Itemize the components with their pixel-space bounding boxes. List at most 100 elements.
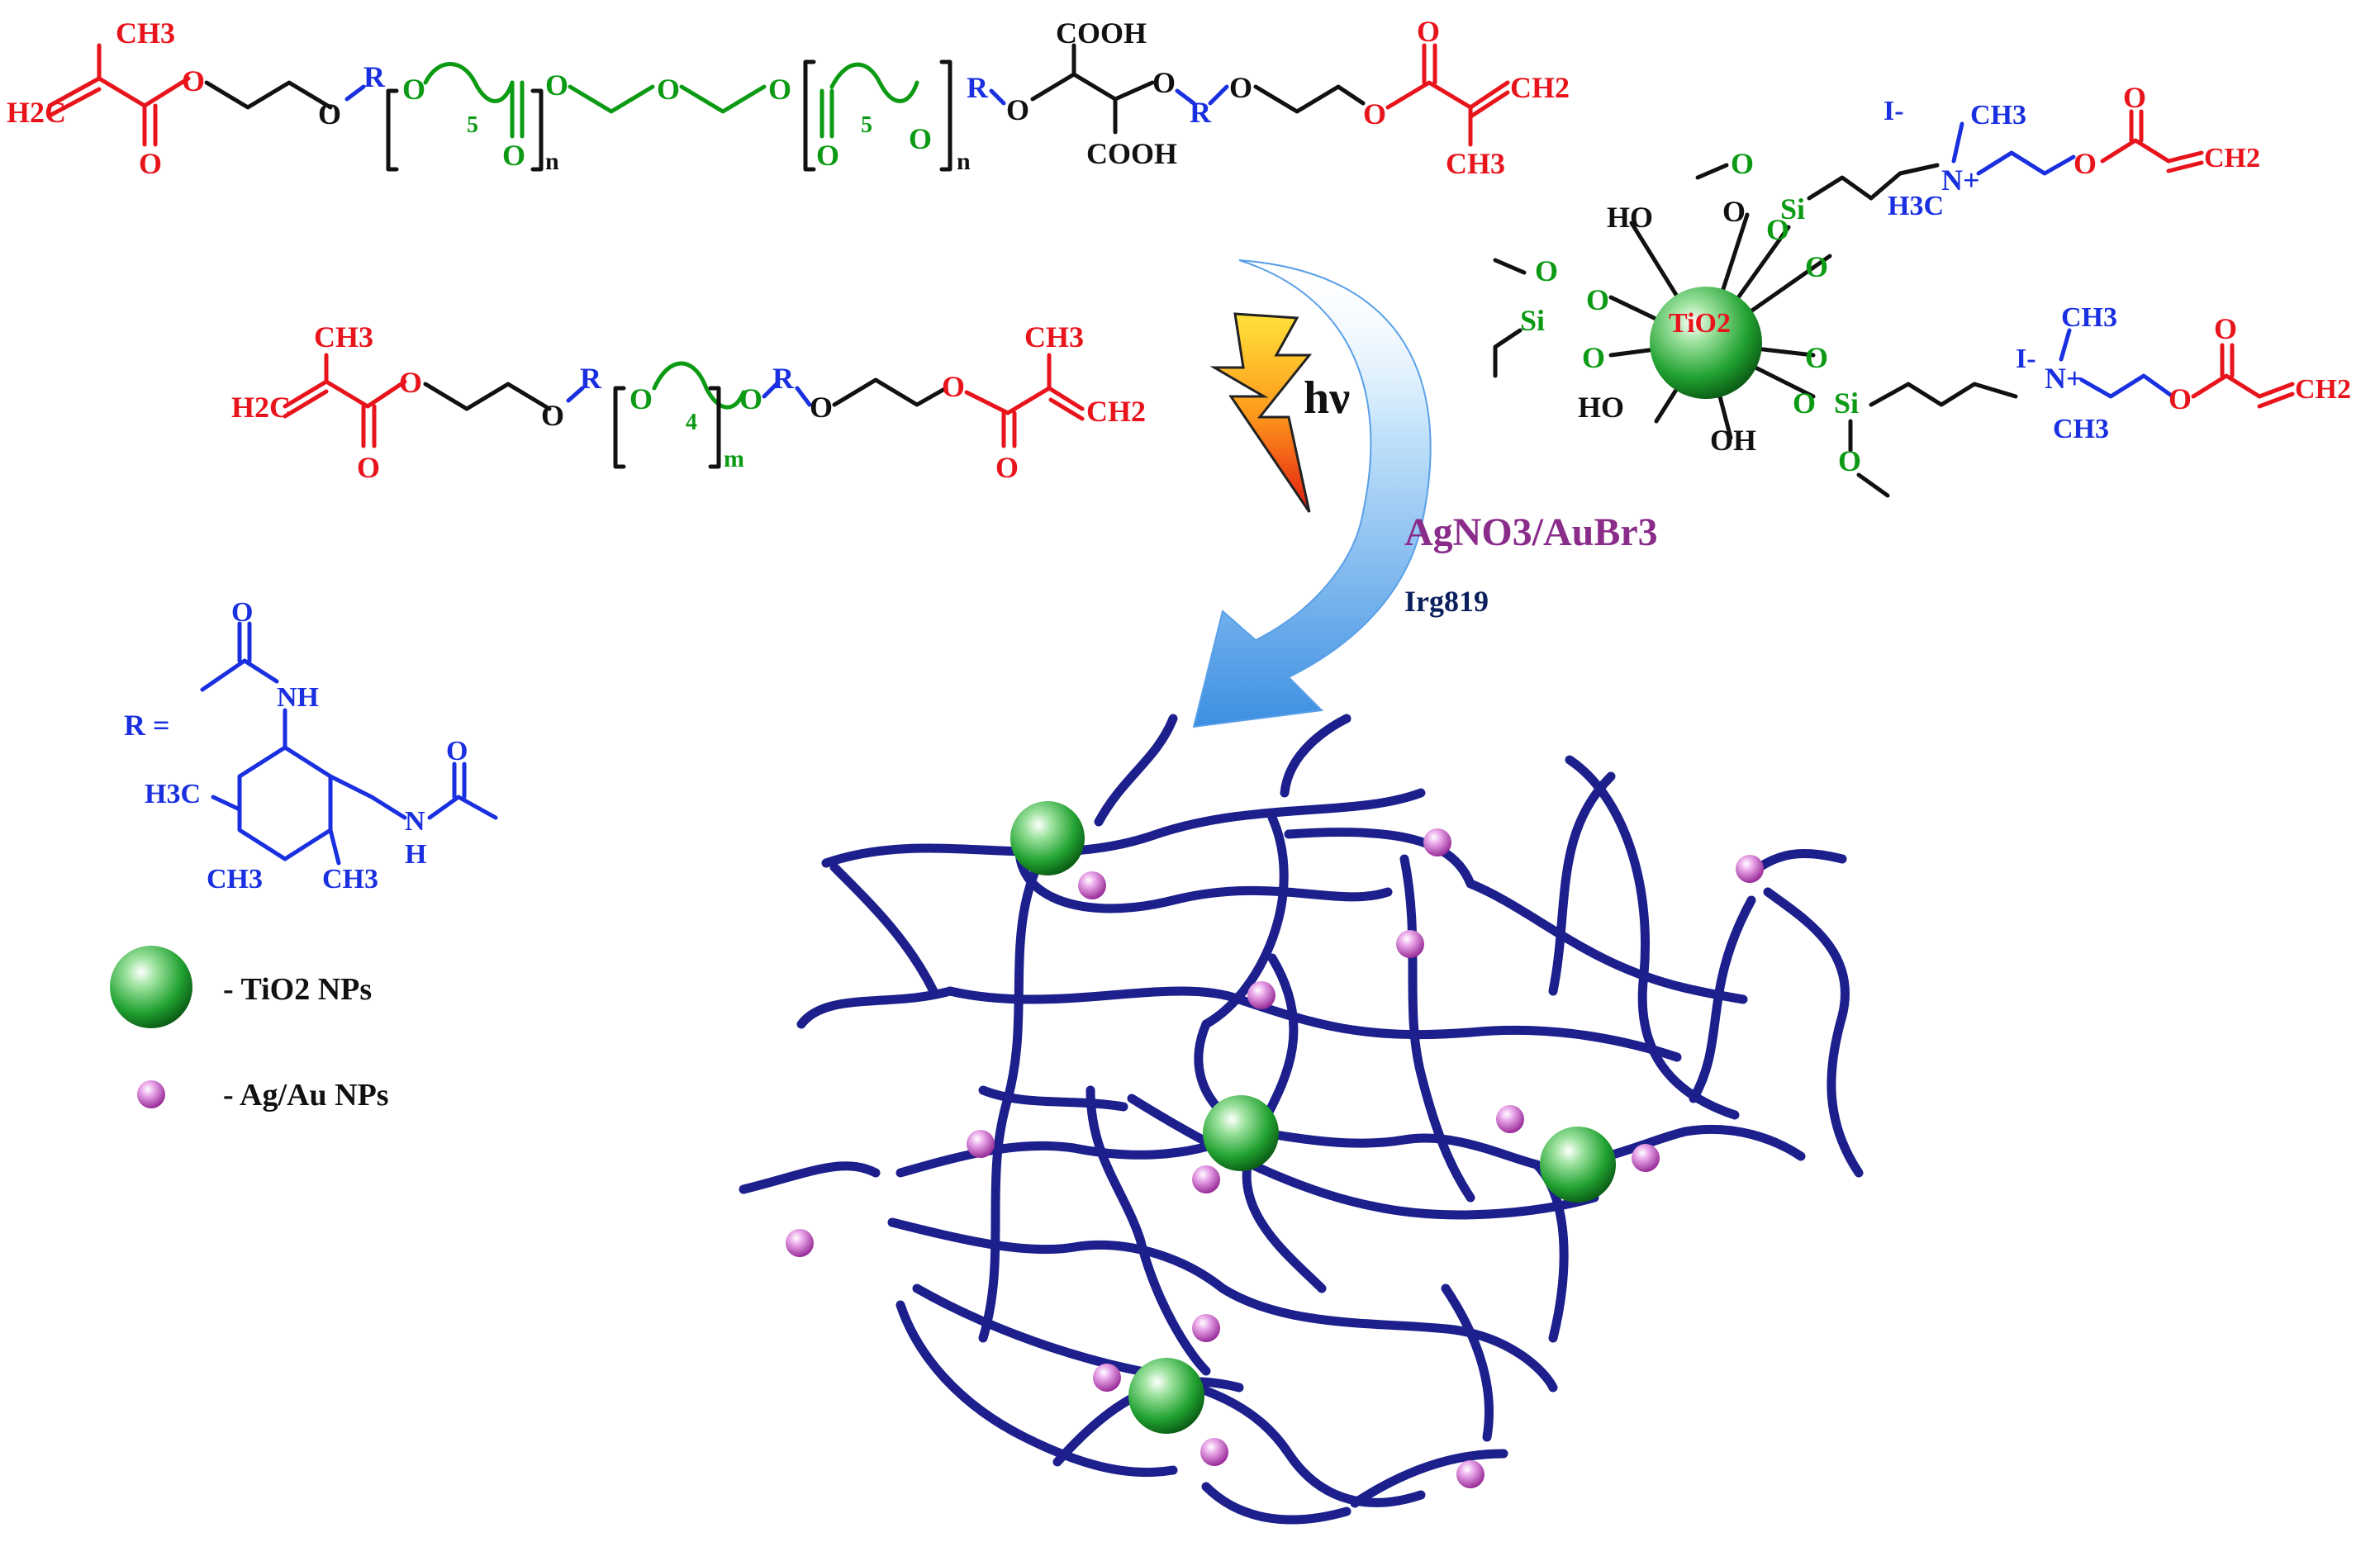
top-repeat-n-left: n (545, 148, 559, 175)
network-tio2-particle (1203, 1095, 1279, 1171)
tio2-o-si2-c: O (1582, 341, 1605, 374)
mid-r-left: R (580, 362, 602, 395)
tio2-o-si1-a: O (1766, 213, 1789, 246)
network-tio2-particles (1010, 801, 1616, 1434)
network-agau-particle (1192, 1165, 1220, 1193)
r-nh-1: NH (277, 682, 319, 713)
network-agau-particle (967, 1130, 995, 1158)
legend-agau-marker (137, 1080, 165, 1108)
tio2-methyl-2a: CH3 (2061, 302, 2117, 333)
top-ester-o-label: O (182, 64, 205, 97)
top-o7-label: O (1152, 66, 1176, 99)
top-carbonyl-o-label: O (139, 147, 162, 180)
tio2-si3: Si (1834, 387, 1859, 420)
tio2-vinyl-2: CH2 (2295, 374, 2351, 405)
top-cooh-top: COOH (1056, 17, 1147, 50)
top-carbonyl-o2: O (502, 139, 525, 172)
tio2-ester-o-2: O (2169, 382, 2192, 415)
mid-methyl-right: CH3 (1024, 320, 1084, 353)
tio2-methyl-2b: CH3 (2053, 414, 2109, 444)
legend: - TiO2 NPs - Ag/Au NPs (110, 946, 389, 1113)
r-carbonyl-o-2: O (446, 736, 468, 766)
top-methyl-right: CH3 (1446, 147, 1505, 180)
molecule-top: CH3 H2C O O O R O 5 O n O O O O 5 O n R … (7, 15, 1570, 180)
r-h: H (405, 839, 426, 870)
tio2-ho-bottom-left: HO (1578, 391, 1624, 424)
mid-repeat-4: 4 (686, 410, 697, 435)
network-metal-particles (786, 828, 1764, 1488)
network-agau-particle (1496, 1105, 1524, 1133)
tio2-o-si3-a: O (1805, 341, 1828, 374)
top-o1-label: O (402, 73, 425, 106)
mid-carbonyl-o: O (357, 451, 380, 484)
tio2-ho-top-left: HO (1607, 201, 1653, 234)
tio2-o-si1-c: O (1731, 147, 1754, 180)
tio2-iodide-2: I- (2016, 344, 2036, 374)
tio2-o-si3-c: O (1838, 444, 1861, 477)
tio2-carbonyl-o-2: O (2214, 312, 2237, 345)
tio2-o-si2-b: O (1586, 283, 1609, 316)
tio2-core-label: TiO2 (1669, 308, 1731, 339)
tio2-si2: Si (1520, 304, 1545, 337)
light-label: hν (1304, 372, 1350, 424)
r-carbonyl-o-1: O (231, 597, 253, 628)
network-agau-particle (1078, 871, 1106, 899)
tio2-iodide-1: I- (1884, 96, 1904, 126)
molecule-middle: CH3 H2C O O O R O 4 O m R O O O CH3 CH2 (231, 320, 1146, 484)
polymer-network (739, 714, 1864, 1525)
mid-ether-o: O (541, 399, 564, 432)
tio2-o-top: O (1722, 195, 1746, 228)
legend-tio2-label: - TiO2 NPs (223, 972, 372, 1007)
reagent-label: AgNO3/AuBr3 (1404, 510, 1658, 554)
r-group-structure: R = O NH H3C CH3 CH3 N H O (124, 597, 498, 894)
network-agau-particle (1192, 1314, 1220, 1342)
initiator-label: Irg819 (1404, 585, 1489, 618)
tio2-carbonyl-o-1: O (2123, 81, 2146, 114)
tio2-ester-o-1: O (2074, 147, 2097, 180)
mid-carbonyl-o2: O (995, 451, 1019, 484)
tio2-o-si2-a: O (1535, 254, 1558, 287)
tio2-ammonium-1: N+ (1941, 164, 1980, 197)
top-cooh-bottom: COOH (1086, 137, 1177, 170)
top-o4-label: O (768, 73, 791, 106)
network-agau-particle (1632, 1144, 1660, 1172)
top-ester-o-right: O (1363, 97, 1386, 130)
top-r-left-label: R (363, 60, 386, 93)
tio2-methyl-1a: CH3 (1970, 100, 2026, 130)
mid-r-right: R (772, 362, 795, 395)
mid-ether-o2: O (810, 391, 833, 424)
top-r-right-label: R (1190, 96, 1212, 129)
mid-o2: O (739, 382, 762, 415)
top-o6-label: O (1006, 93, 1029, 126)
tio2-o-si1-b: O (1805, 250, 1828, 283)
top-vinyl-left-label: H2C (7, 96, 66, 129)
top-carbonyl-o3: O (816, 139, 839, 172)
mid-repeat-m: m (724, 445, 744, 472)
r-n: N (405, 806, 425, 837)
r-h3c: H3C (145, 779, 201, 809)
tio2-oh-bottom: OH (1710, 424, 1756, 457)
top-repeat-n-right: n (957, 148, 971, 175)
top-ether-o-label: O (318, 97, 341, 130)
mid-o1: O (629, 382, 653, 415)
top-o2-label: O (545, 69, 568, 102)
network-tio2-particle (1540, 1127, 1616, 1203)
top-o8-label: O (1229, 71, 1252, 104)
top-o5-label: O (909, 122, 932, 155)
network-agau-particle (1247, 981, 1276, 1009)
tio2-core (1650, 287, 1762, 399)
top-r-mid-label: R (967, 71, 989, 104)
r-definition-label: R = (124, 709, 170, 742)
top-vinyl-right-label: CH2 (1510, 71, 1570, 104)
network-tio2-particle (1128, 1358, 1204, 1434)
network-tio2-particle (1010, 801, 1085, 875)
tio2-methyl-1b: H3C (1888, 191, 1944, 221)
mid-vinyl-right: CH2 (1086, 395, 1146, 428)
tio2-ammonium-2: N+ (2045, 362, 2083, 395)
legend-tio2-marker (110, 946, 192, 1028)
top-o3-label: O (657, 73, 680, 106)
top-methyl-label: CH3 (116, 17, 175, 50)
top-repeat-5-left: 5 (467, 112, 478, 138)
reaction-arrow-icon (1192, 259, 1432, 728)
